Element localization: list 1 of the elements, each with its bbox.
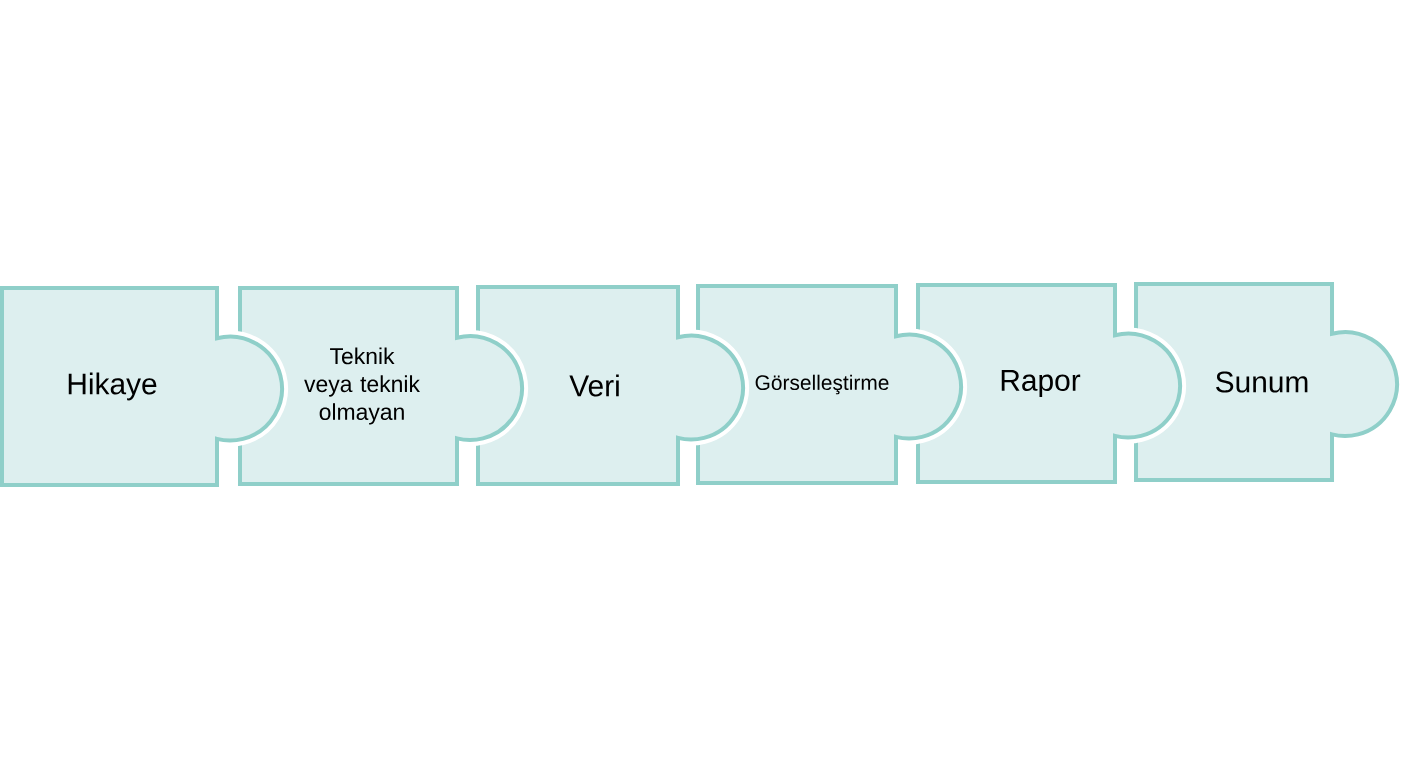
- puzzle-piece: Hikaye: [0, 282, 288, 491]
